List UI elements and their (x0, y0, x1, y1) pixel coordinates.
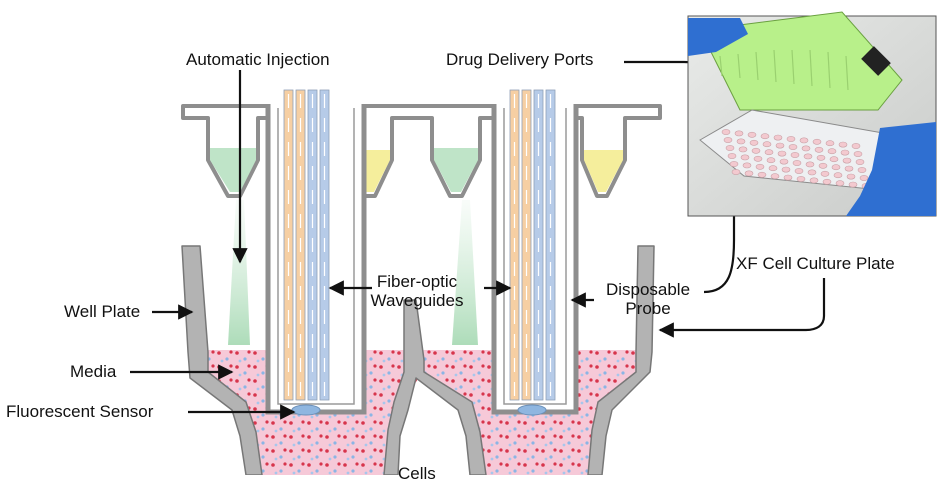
photo-well (809, 177, 819, 184)
label-media: Media (70, 362, 117, 381)
photo-well (801, 145, 811, 152)
photo-well (851, 143, 861, 149)
photo-well (822, 178, 832, 185)
photo-well (796, 176, 806, 182)
label-automatic-injection: Automatic Injection (186, 50, 330, 69)
photo-well (805, 161, 815, 168)
photo-well (827, 148, 837, 155)
photo-well (842, 157, 852, 164)
photo-well (812, 138, 822, 145)
photo-well (753, 155, 763, 162)
photo-well (762, 141, 772, 148)
photo-well (840, 149, 850, 156)
photo-well (853, 151, 863, 157)
photo-plate-wells (721, 129, 871, 189)
photo-well (838, 141, 848, 148)
photo-well (731, 169, 741, 175)
photo-well (734, 130, 744, 137)
photo-well (820, 170, 830, 177)
photo-well (740, 154, 750, 161)
photo-well (751, 147, 761, 154)
port-fill-green-2 (434, 148, 478, 192)
photo-well (825, 140, 835, 147)
label-disposable-probe: Disposable Probe (592, 280, 704, 318)
photo-well (768, 165, 778, 172)
arrow-xf-plate-well (658, 278, 826, 338)
label-fiber-optic: Fiber-optic Waveguides (352, 272, 482, 310)
photo-well (846, 173, 856, 180)
photo-well (803, 153, 813, 160)
photo-well (727, 153, 737, 159)
photo-well (742, 162, 752, 169)
photo-well (857, 167, 867, 173)
photo-well (738, 146, 748, 153)
sensor-left (291, 404, 321, 416)
photo-well (781, 166, 791, 173)
label-disposable-line1: Disposable (605, 280, 691, 299)
photo-well (779, 158, 789, 165)
photo-well (725, 145, 735, 151)
photo-well (814, 146, 824, 153)
photo-well (783, 174, 793, 181)
photo-well (786, 136, 796, 142)
arrow-xf-plate-photo (703, 138, 742, 294)
port-fill-yellow-2 (584, 150, 623, 192)
photo-well (764, 149, 774, 156)
photo-cartridge-pins (719, 49, 849, 91)
wall-center (383, 299, 487, 476)
fiber-optic-bundles (283, 89, 556, 401)
photo-well (775, 142, 785, 149)
photo-well (792, 160, 802, 166)
photo-well (770, 173, 780, 180)
label-fiber-optic-line2: Waveguides (370, 291, 464, 310)
photo-well (788, 144, 798, 150)
photo-well (766, 157, 776, 164)
photo-glove-left (688, 18, 748, 56)
label-drug-delivery-ports: Drug Delivery Ports (446, 50, 594, 69)
photo-well (773, 134, 783, 141)
photo-well (794, 168, 804, 174)
photo-well (721, 129, 731, 135)
photo-inset (687, 11, 937, 217)
photo-well (747, 131, 757, 138)
photo-well (844, 165, 854, 172)
photo-well (816, 154, 826, 161)
photo-well (790, 152, 800, 158)
photo-well (807, 169, 817, 176)
photo-well (833, 172, 843, 179)
sensor-right (517, 404, 547, 416)
photo-well (729, 161, 739, 167)
label-cells: Cells (398, 464, 436, 483)
port-fill-green-1 (210, 148, 256, 192)
label-disposable-line2: Probe (625, 299, 671, 318)
photo-cartridge (699, 11, 903, 111)
injection-beam-2 (452, 200, 478, 345)
label-fiber-optic-line1: Fiber-optic (376, 272, 458, 291)
photo-well (829, 156, 839, 163)
photo-well (835, 180, 845, 187)
injection-beam-1 (228, 200, 250, 345)
photo-well (799, 137, 809, 144)
photo-well (723, 137, 733, 143)
label-well-plate: Well Plate (64, 302, 141, 321)
photo-cartridge-label (861, 46, 891, 76)
photo-well (760, 133, 770, 140)
label-fluorescent-sensor: Fluorescent Sensor (6, 402, 154, 421)
arrows (130, 60, 826, 420)
photo-glove-right (846, 122, 936, 216)
photo-well (818, 162, 828, 169)
photo-well (859, 175, 869, 181)
photo-well (855, 159, 865, 165)
photo-well (755, 163, 765, 170)
photo-well (757, 171, 767, 178)
photo-well (848, 181, 858, 188)
photo-well (744, 170, 754, 177)
photo-well (777, 150, 787, 157)
label-xf-cell-culture-plate: XF Cell Culture Plate (736, 254, 895, 273)
photo-well (736, 138, 746, 145)
photo-well (749, 139, 759, 146)
photo-well (831, 164, 841, 171)
